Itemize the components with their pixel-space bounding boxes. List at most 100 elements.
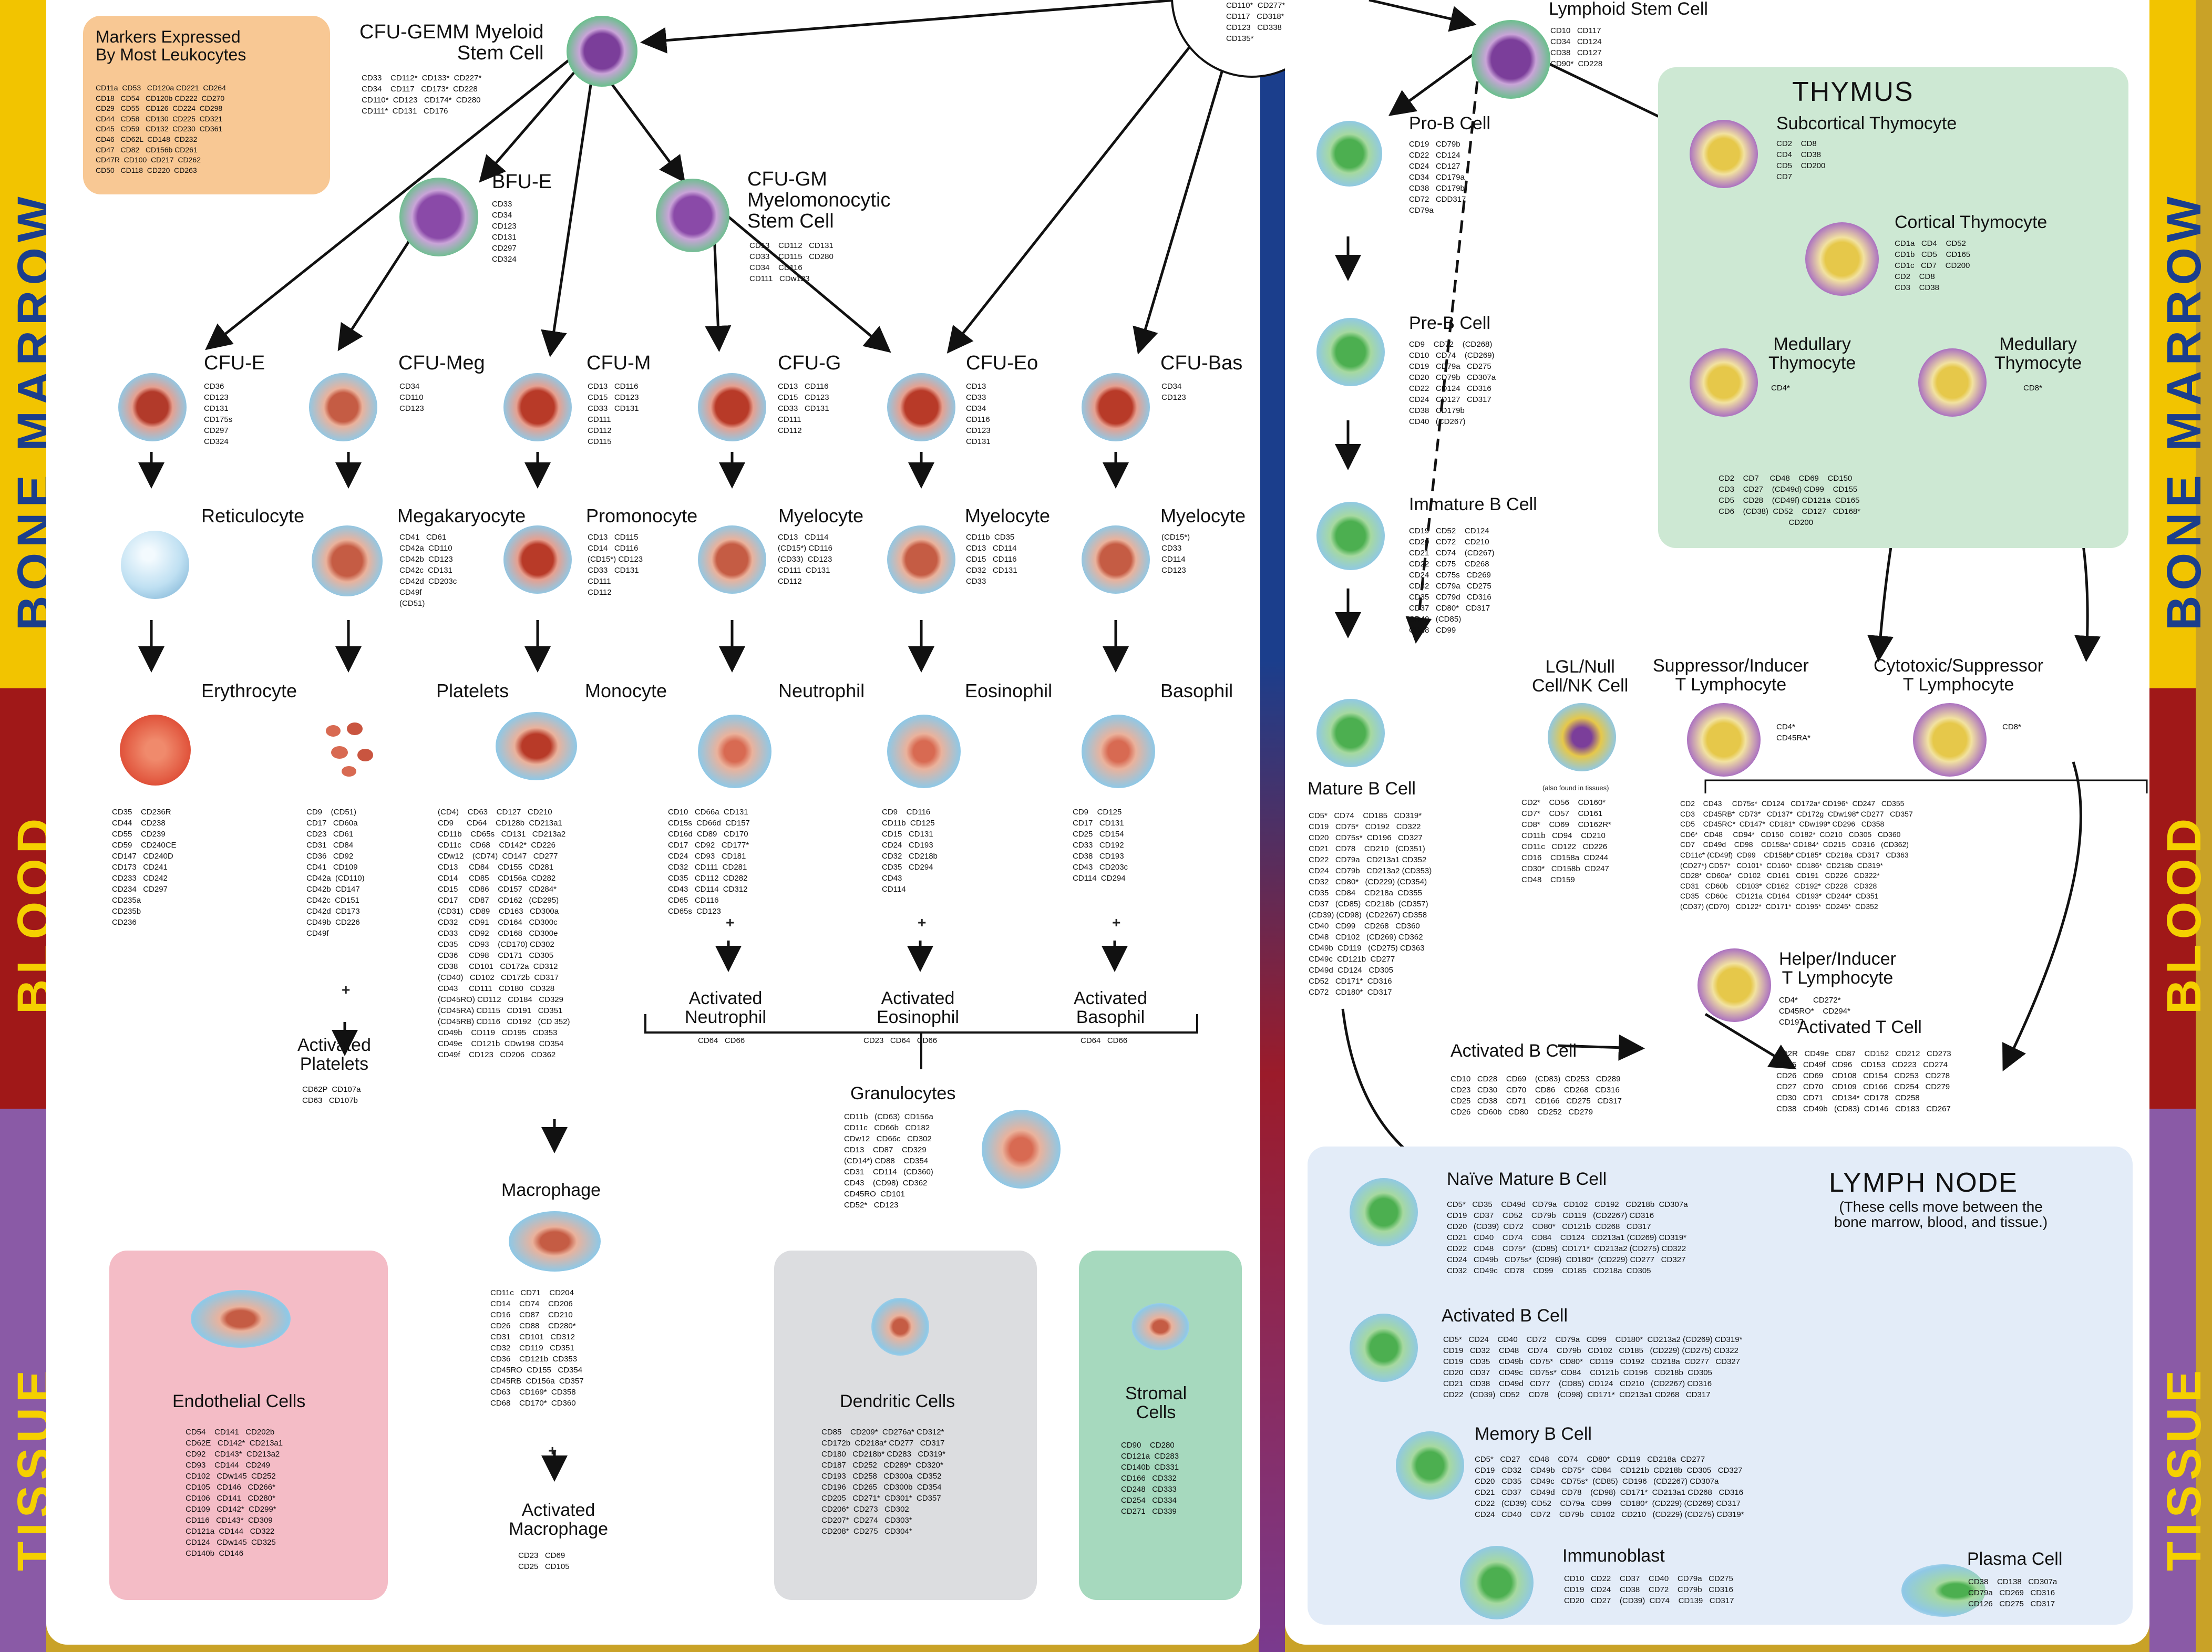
basophil-title: Basophil [1160,680,1233,701]
activated-eosinophil-plus: + [918,914,927,931]
dendritic-cell [871,1298,929,1356]
subcortical-thymocyte-markers: CD2 CD8 CD4 CD38 CD5 CD200 CD7 [1776,139,1826,181]
thymus-box: THYMUS Subcortical Thymocyte CD2 CD8 CD4… [1658,67,2128,548]
eosinophil-markers: CD9 CD116 CD11b CD125 CD15 CD131 CD24 CD… [882,808,938,894]
activated-macrophage-title: Activated Macrophage [509,1500,609,1539]
t-lymphocyte-shared-markers: CD2 CD43 CD75s* CD124 CD172a* CD196* CD2… [1680,799,1913,911]
plasma-cell-markers: CD38 CD138 CD307a CD79a CD269 CD316 CD12… [1968,1577,2057,1608]
cytotoxic-suppressor-cell [1913,703,1987,777]
stromal-box: Stromal Cells CD90 CD280 CD121a CD283 CD… [1079,1251,1242,1600]
bfu-e-cell [399,178,478,256]
promonocyte-cell [503,525,572,594]
granulocytes-cell [982,1110,1061,1189]
medullary-thymocyte-cd4-cell [1690,348,1758,417]
subcortical-thymocyte-title: Subcortical Thymocyte [1776,113,1957,133]
eosinophil-cell [887,715,961,788]
reticulocyte-title: Reticulocyte [201,505,305,526]
myelocyte-g-cell [698,525,766,594]
strip-label-bone-marrow-right: BONE MARROW [2157,191,2211,631]
immature-b-title: Immature B Cell [1409,494,1537,514]
mature-b-markers: CD5* CD74 CD185 CD319* CD19 CD75* CD192 … [1309,811,1432,997]
pre-b-cell [1316,318,1385,386]
activated-basophil-plus: + [1112,914,1121,931]
activated-t-title: Activated T Cell [1797,1017,1922,1037]
pro-b-markers: CD19 CD79b CD22 CD124 CD24 CD127 CD34 CD… [1409,140,1466,215]
dendritic-box: Dendritic Cells CD85 CD209* CD276a* CD31… [774,1251,1037,1600]
right-strip-bone-marrow: BONE MARROW [2149,0,2211,688]
immunoblast-markers: CD10 CD22 CD37 CD40 CD79a CD275 CD19 CD2… [1564,1574,1734,1605]
myelocyte-eo-title: Myelocyte [965,505,1051,526]
activated-t-markers: CD2R CD49e CD87 CD152 CD212 CD273 CD25 C… [1776,1049,1951,1113]
granulocytes-markers: CD11b (CD63) CD156a CD11c CD66b CD182 CD… [844,1112,933,1210]
activated-b-lower-title: Activated B Cell [1442,1306,1568,1326]
thymus-title: THYMUS [1792,77,1914,107]
myelocyte-bas-markers: (CD15*) CD33 CD114 CD123 [1161,533,1190,575]
monocyte-title: Monocyte [585,680,667,701]
plasma-cell [1901,1564,1985,1617]
erythrocyte-markers: CD35 CD236R CD44 CD238 CD55 CD239 CD59 C… [112,808,177,927]
erythrocyte-cell [120,715,191,786]
megakaryocyte-cell [312,525,383,596]
lymphoid-stem-cell-title: Lymphoid Stem Cell [1549,0,1708,19]
macrophage-title: Macrophage [501,1180,601,1200]
macrophage-cell [509,1211,601,1272]
medullary-thymocyte-cd8-cell [1918,348,1987,417]
lymph-node-box: LYMPH NODE (These cells move between the… [1308,1147,2133,1625]
megakaryocyte-title: Megakaryocyte [397,505,526,526]
activated-basophil-title: Activated Basophil [1074,988,1147,1027]
myelocyte-bas-cell [1082,525,1150,594]
stromal-title: Stromal Cells [1125,1383,1187,1422]
monocyte-markers: (CD4) CD63 CD127 CD210 CD9 CD64 CD128b C… [438,808,570,1059]
memory-b-markers: CD5* CD27 CD48 CD74 CD80* CD119 CD218a C… [1475,1455,1744,1519]
immature-b-cell [1316,502,1385,570]
pre-b-markers: CD9 CD72 (CD268) CD10 CD74 (CD269) CD19 … [1409,340,1496,426]
activated-b-upper-markers: CD10 CD28 CD69 (CD83) CD253 CD289 CD23 C… [1450,1075,1622,1117]
cfu-g-markers: CD13 CD116 CD15 CD123 CD33 CD131 CD111 C… [778,382,829,435]
endothelial-markers: CD54 CD141 CD202b CD62E CD142* CD213a1 C… [186,1428,283,1558]
mature-b-title: Mature B Cell [1308,779,1416,799]
medullary-thymocyte-cd4-markers: CD4* [1771,384,1790,393]
dendritic-markers: CD85 CD209* CD276a* CD312* CD172b CD218a… [821,1428,945,1536]
naive-mature-b-markers: CD5* CD35 CD49d CD79a CD102 CD192 CD218b… [1447,1200,1688,1275]
granulocytes-title: Granulocytes [850,1083,956,1103]
reticulocyte-cell [121,531,189,599]
promonocyte-markers: CD13 CD115 CD14 CD116 (CD15*) CD123 CD33… [588,533,643,597]
medullary-shared-markers: CD2 CD7 CD48 CD69 CD150 CD3 CD27 (CD49d)… [1719,474,1861,527]
common-markers-box: Markers Expressed By Most Leukocytes CD1… [83,16,330,194]
activated-neutrophil-markers: CD64 CD66 [698,1036,745,1045]
cfu-eo-title: CFU-Eo [966,352,1038,374]
immunoblast-cell [1460,1546,1534,1619]
cortical-thymocyte-title: Cortical Thymocyte [1895,212,2048,232]
cfu-m-title: CFU-M [587,352,651,374]
megakaryocyte-markers: CD41 CD61 CD42a CD110 CD42b CD123 CD42c … [399,533,457,608]
helper-inducer-title: Helper/Inducer T Lymphocyte [1779,949,1897,988]
immature-b-markers: CD19 CD52 CD124 CD20 CD72 CD210 CD21 CD7… [1409,526,1495,635]
naive-mature-b-cell [1350,1178,1418,1246]
cfu-eo-markers: CD13 CD33 CD34 CD116 CD123 CD131 [966,382,991,446]
cfu-gemm-cell [567,16,637,87]
strip-label-blood-right: BLOOD [2157,813,2211,1014]
left-strip-bone-marrow: BONE MARROW [0,0,61,688]
cfu-e-markers: CD36 CD123 CD131 CD175s CD297 CD324 [204,382,233,446]
cfu-gm-cell [656,179,729,252]
platelets-image [321,720,378,778]
pre-b-title: Pre-B Cell [1409,313,1490,333]
endothelial-title: Endothelial Cells [172,1391,306,1411]
promonocyte-title: Promonocyte [586,505,698,526]
endothelial-cell [191,1290,291,1348]
endothelial-box: Endothelial Cells CD54 CD141 CD202b CD62… [109,1251,388,1600]
strip-label-tissue-right: TISSUE [2157,1365,2211,1571]
cytotoxic-suppressor-markers: CD8* [2002,722,2021,731]
dendritic-title: Dendritic Cells [840,1391,955,1411]
activated-eosinophil-title: Activated Eosinophil [877,988,959,1027]
myelocyte-g-markers: CD13 CD114 (CD15*) CD116 (CD33) CD123 CD… [778,533,832,586]
left-strip-tissue: TISSUE [0,1109,61,1652]
helper-inducer-cell [1697,948,1771,1022]
neutrophil-cell [698,715,771,788]
cfu-gm-title: CFU-GM Myelomonocytic Stem Cell [747,168,891,232]
cfu-meg-cell [309,373,377,441]
common-markers-list: CD11a CD53 CD120a CD221 CD264 CD18 CD54 … [96,84,226,174]
activated-macrophage-markers: CD23 CD69 CD25 CD105 [518,1551,570,1571]
left-strip-blood: BLOOD [0,688,61,1109]
right-strip-blood: BLOOD [2149,688,2211,1109]
